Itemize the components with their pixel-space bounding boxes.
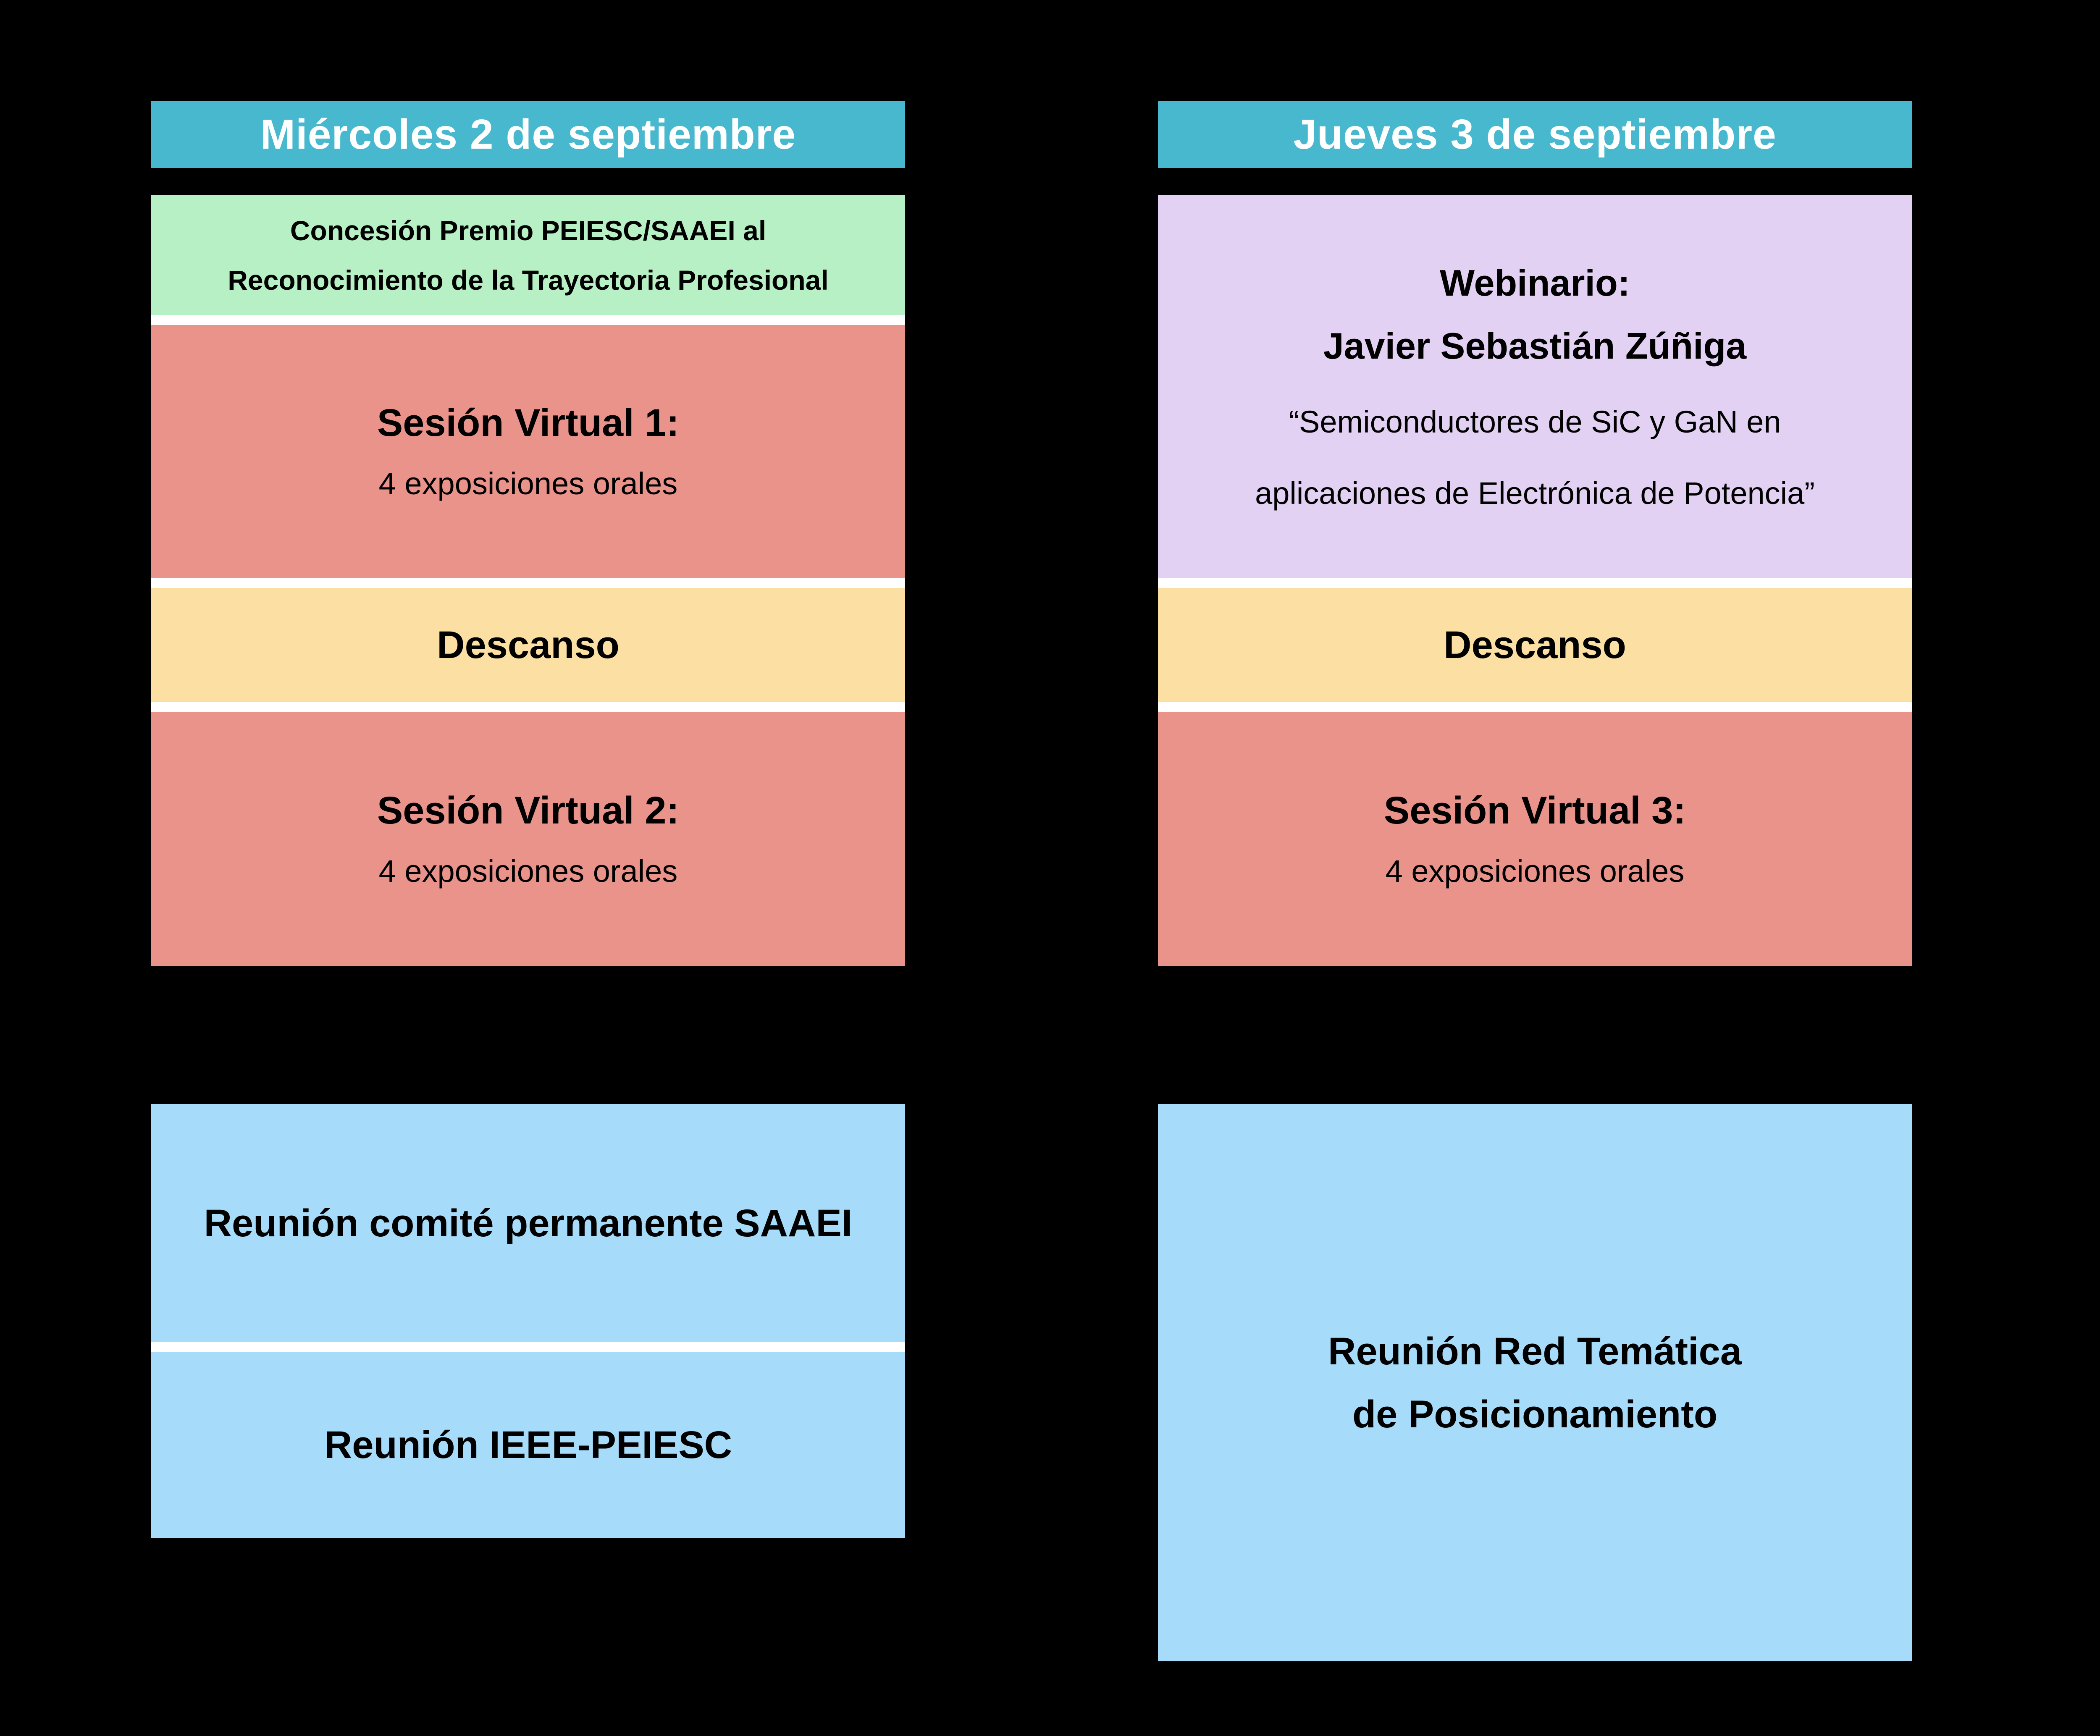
session-title: Sesión Virtual 2: <box>377 789 680 832</box>
webinar-quote-line-2: aplicaciones de Electrónica de Potencia” <box>1255 475 1815 511</box>
break-label: Descanso <box>437 624 620 666</box>
white-separator <box>151 578 905 588</box>
session-title: Sesión Virtual 1: <box>377 401 680 444</box>
webinar-title: Webinario: <box>1439 262 1630 304</box>
white-separator <box>151 315 905 325</box>
award-line-1: Concesión Premio PEIESC/SAAEI al <box>290 215 766 246</box>
session-subtitle: 4 exposiciones orales <box>1385 854 1685 889</box>
session-block-3: Sesión Virtual 3: 4 exposiciones orales <box>1158 712 1912 966</box>
break-label: Descanso <box>1444 624 1626 666</box>
meeting-label-line-2: de Posicionamiento <box>1352 1392 1718 1436</box>
award-line-2: Reconocimiento de la Trayectoria Profesi… <box>228 264 829 296</box>
session-title: Sesión Virtual 3: <box>1383 789 1686 832</box>
white-separator <box>1158 578 1912 588</box>
webinar-quote-line-1: “Semiconductores de SiC y GaN en <box>1289 404 1781 439</box>
meeting-label: Reunión IEEE-PEIESC <box>324 1424 732 1466</box>
session-subtitle: 4 exposiciones orales <box>378 466 678 501</box>
meeting-label-line-1: Reunión Red Temática <box>1328 1330 1742 1373</box>
session-block-2: Sesión Virtual 2: 4 exposiciones orales <box>151 712 905 966</box>
break-block: Descanso <box>1158 588 1912 702</box>
award-block: Concesión Premio PEIESC/SAAEI al Reconoc… <box>151 195 905 315</box>
webinar-speaker: Javier Sebastián Zúñiga <box>1323 325 1747 367</box>
meeting-label: Reunión comité permanente SAAEI <box>204 1201 853 1245</box>
white-separator <box>1158 702 1912 712</box>
break-block: Descanso <box>151 588 905 702</box>
meeting-block-red-tematica: Reunión Red Temática de Posicionamiento <box>1158 1104 1912 1661</box>
day-column-thursday: Jueves 3 de septiembre Webinario: Javier… <box>1158 0 1912 1736</box>
meeting-block-saaei-committee: Reunión comité permanente SAAEI <box>151 1104 905 1342</box>
day-header-label: Jueves 3 de septiembre <box>1293 110 1777 158</box>
day-header-wednesday: Miércoles 2 de septiembre <box>151 101 905 168</box>
day-header-label: Miércoles 2 de septiembre <box>260 110 796 158</box>
white-separator <box>151 1342 905 1352</box>
day-header-thursday: Jueves 3 de septiembre <box>1158 101 1912 168</box>
session-subtitle: 4 exposiciones orales <box>378 854 678 889</box>
white-separator <box>151 702 905 712</box>
session-block-1: Sesión Virtual 1: 4 exposiciones orales <box>151 325 905 578</box>
meeting-block-ieee-peiesc: Reunión IEEE-PEIESC <box>151 1352 905 1538</box>
day-column-wednesday: Miércoles 2 de septiembre Concesión Prem… <box>151 0 905 1736</box>
webinar-block: Webinario: Javier Sebastián Zúñiga “Semi… <box>1158 195 1912 578</box>
